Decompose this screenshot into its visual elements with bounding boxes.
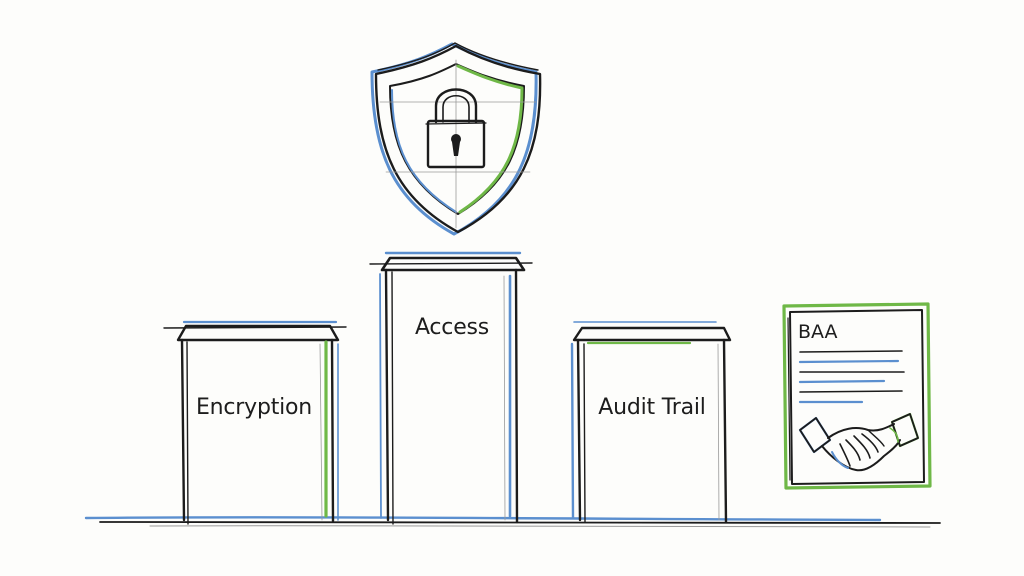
pillar-audit-trail: Audit Trail [570, 321, 732, 524]
pillar-encryption: Encryption [163, 320, 347, 525]
document-title: BAA [798, 321, 838, 343]
baa-document: BAA [782, 302, 932, 490]
pillar-label-encryption: Encryption [196, 395, 312, 420]
pillar-access: Access [369, 251, 533, 525]
pillar-label-access: Access [415, 315, 489, 340]
pillar-label-audit-trail: Audit Trail [598, 395, 705, 420]
handshake-icon [798, 412, 920, 472]
shield-lock-icon [370, 42, 542, 236]
ground-line [84, 516, 941, 528]
document-text-lines [798, 350, 905, 404]
